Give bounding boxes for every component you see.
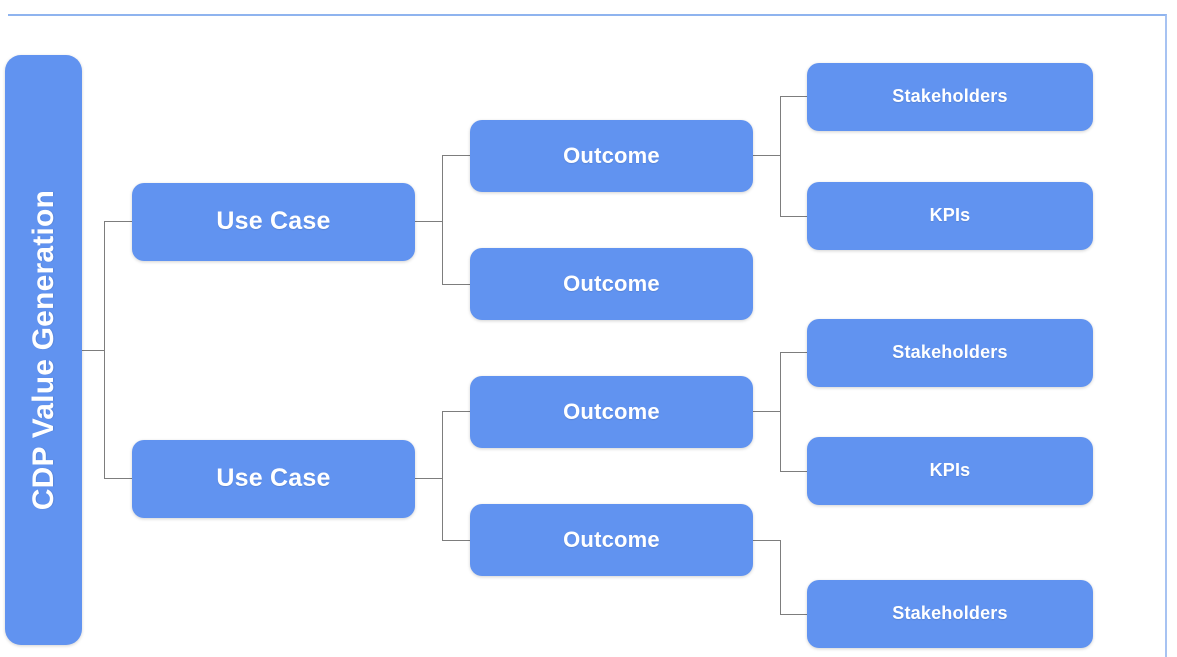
node-use-case-2-label: Use Case <box>216 464 331 493</box>
node-stakeholders-1-label: Stakeholders <box>892 86 1008 107</box>
node-outcome-2[interactable]: Outcome <box>470 248 753 320</box>
connector-root-stub <box>82 350 104 351</box>
connector-outcome-4-to-leaf-5 <box>780 614 808 615</box>
connector-root-to-usecase-2 <box>104 478 133 479</box>
node-kpis-2[interactable]: KPIs <box>807 437 1093 505</box>
root-node-cdp-value-generation[interactable]: CDP Value Generation <box>5 55 82 645</box>
connector-outcome-4-spine <box>780 540 781 614</box>
connector-usecase-1-spine <box>442 155 443 284</box>
connector-usecase-1-to-outcome-1 <box>442 155 471 156</box>
root-node-label: CDP Value Generation <box>27 189 60 511</box>
connector-outcome-3-to-leaf-3 <box>780 352 808 353</box>
node-stakeholders-3-label: Stakeholders <box>892 603 1008 624</box>
connector-usecase-1-to-outcome-2 <box>442 284 471 285</box>
node-outcome-1[interactable]: Outcome <box>470 120 753 192</box>
node-outcome-4-label: Outcome <box>563 526 660 552</box>
connector-outcome-1-to-leaf-1 <box>780 96 808 97</box>
node-stakeholders-2[interactable]: Stakeholders <box>807 319 1093 387</box>
node-outcome-4[interactable]: Outcome <box>470 504 753 576</box>
connector-outcome-3-spine <box>780 352 781 472</box>
node-use-case-1[interactable]: Use Case <box>132 183 415 261</box>
node-kpis-1-label: KPIs <box>929 205 971 226</box>
node-outcome-3[interactable]: Outcome <box>470 376 753 448</box>
connector-outcome-1-stub <box>753 155 781 156</box>
connector-root-spine <box>104 221 105 478</box>
connector-root-to-usecase-1 <box>104 221 133 222</box>
node-stakeholders-3[interactable]: Stakeholders <box>807 580 1093 648</box>
connector-outcome-3-stub <box>753 411 781 412</box>
node-stakeholders-1[interactable]: Stakeholders <box>807 63 1093 131</box>
connector-usecase-2-stub <box>415 478 443 479</box>
connector-usecase-2-to-outcome-4 <box>442 540 471 541</box>
node-kpis-2-label: KPIs <box>929 460 971 481</box>
node-use-case-2[interactable]: Use Case <box>132 440 415 518</box>
connector-outcome-4-stub <box>753 540 781 541</box>
connector-usecase-1-stub <box>415 221 443 222</box>
node-stakeholders-2-label: Stakeholders <box>892 342 1008 363</box>
connector-usecase-2-to-outcome-3 <box>442 411 471 412</box>
node-outcome-2-label: Outcome <box>563 270 660 296</box>
node-kpis-1[interactable]: KPIs <box>807 182 1093 250</box>
node-outcome-3-label: Outcome <box>563 398 660 424</box>
connector-outcome-1-spine <box>780 96 781 216</box>
node-use-case-1-label: Use Case <box>216 207 331 236</box>
connector-outcome-1-to-leaf-2 <box>780 216 808 217</box>
connector-usecase-2-spine <box>442 411 443 540</box>
node-outcome-1-label: Outcome <box>563 142 660 168</box>
connector-outcome-3-to-leaf-4 <box>780 471 808 472</box>
